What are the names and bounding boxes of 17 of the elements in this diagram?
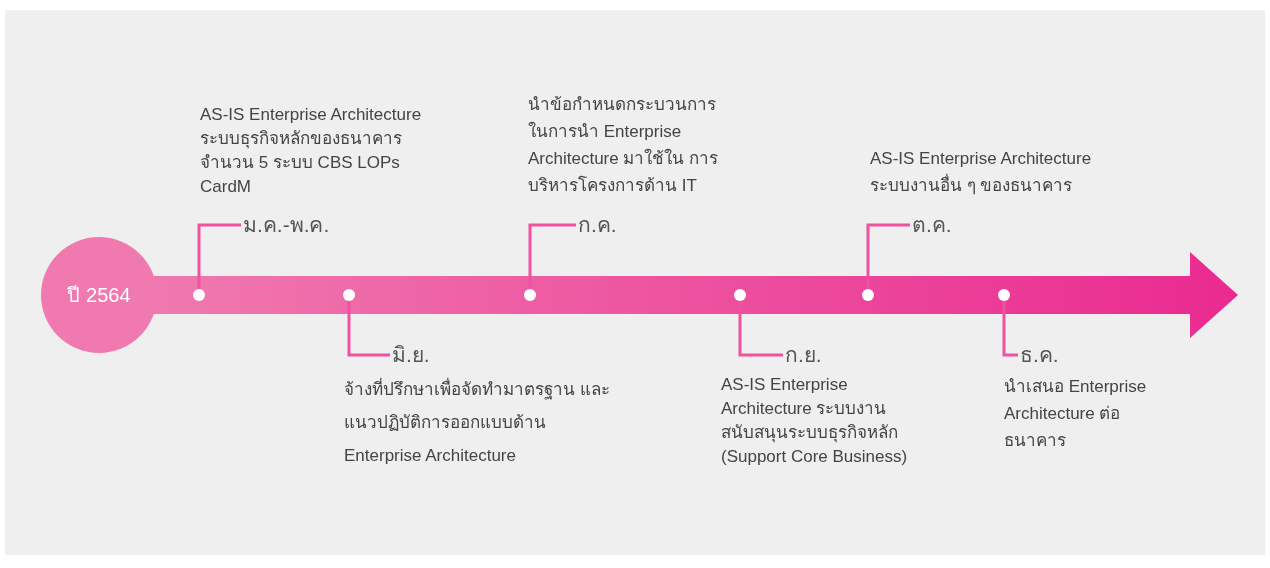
description-text: AS-IS Enterprise Architecture ระบบงานอื่น ๆ ของธนาคาร (870, 148, 1093, 197)
month-label: ก.ค. (578, 213, 617, 237)
month-label: ก.ย. (785, 343, 822, 367)
description-text: นำข้อกำหนดกระบวนการ ในการนำ Enterprise Architecture มาใช้ใน การบริหารโครงการด้าน IT (528, 94, 720, 197)
month-label: ต.ค. (912, 213, 952, 237)
description-text: จ้างที่ปรึกษาเพื่อจัดทำมาตรฐาน และแนวปฏิบัติการออกแบบด้าน Enterprise Architecture (344, 373, 619, 472)
month-label: มิ.ย. (392, 343, 430, 367)
leader-line (866, 223, 910, 289)
leader-line (528, 223, 576, 289)
month-label: ม.ค.-พ.ค. (243, 213, 330, 237)
month-label: ธ.ค. (1020, 343, 1059, 367)
leader-line (197, 223, 241, 289)
description-text: นำเสนอ Enterprise Architecture ต่อธนาคาร (1004, 376, 1148, 452)
leader-line (347, 301, 390, 357)
description-text: AS-IS Enterprise Architecture ระบบธุรกิจหลักของธนาคาร จำนวน 5 ระบบ CBS LOPs CardM (200, 104, 423, 198)
leader-line (1002, 301, 1018, 357)
description-text: AS-IS Enterprise Architecture ระบบงาน สนับสนุนระบบธุรกิจหลัก (Support Core Business) (721, 374, 909, 468)
